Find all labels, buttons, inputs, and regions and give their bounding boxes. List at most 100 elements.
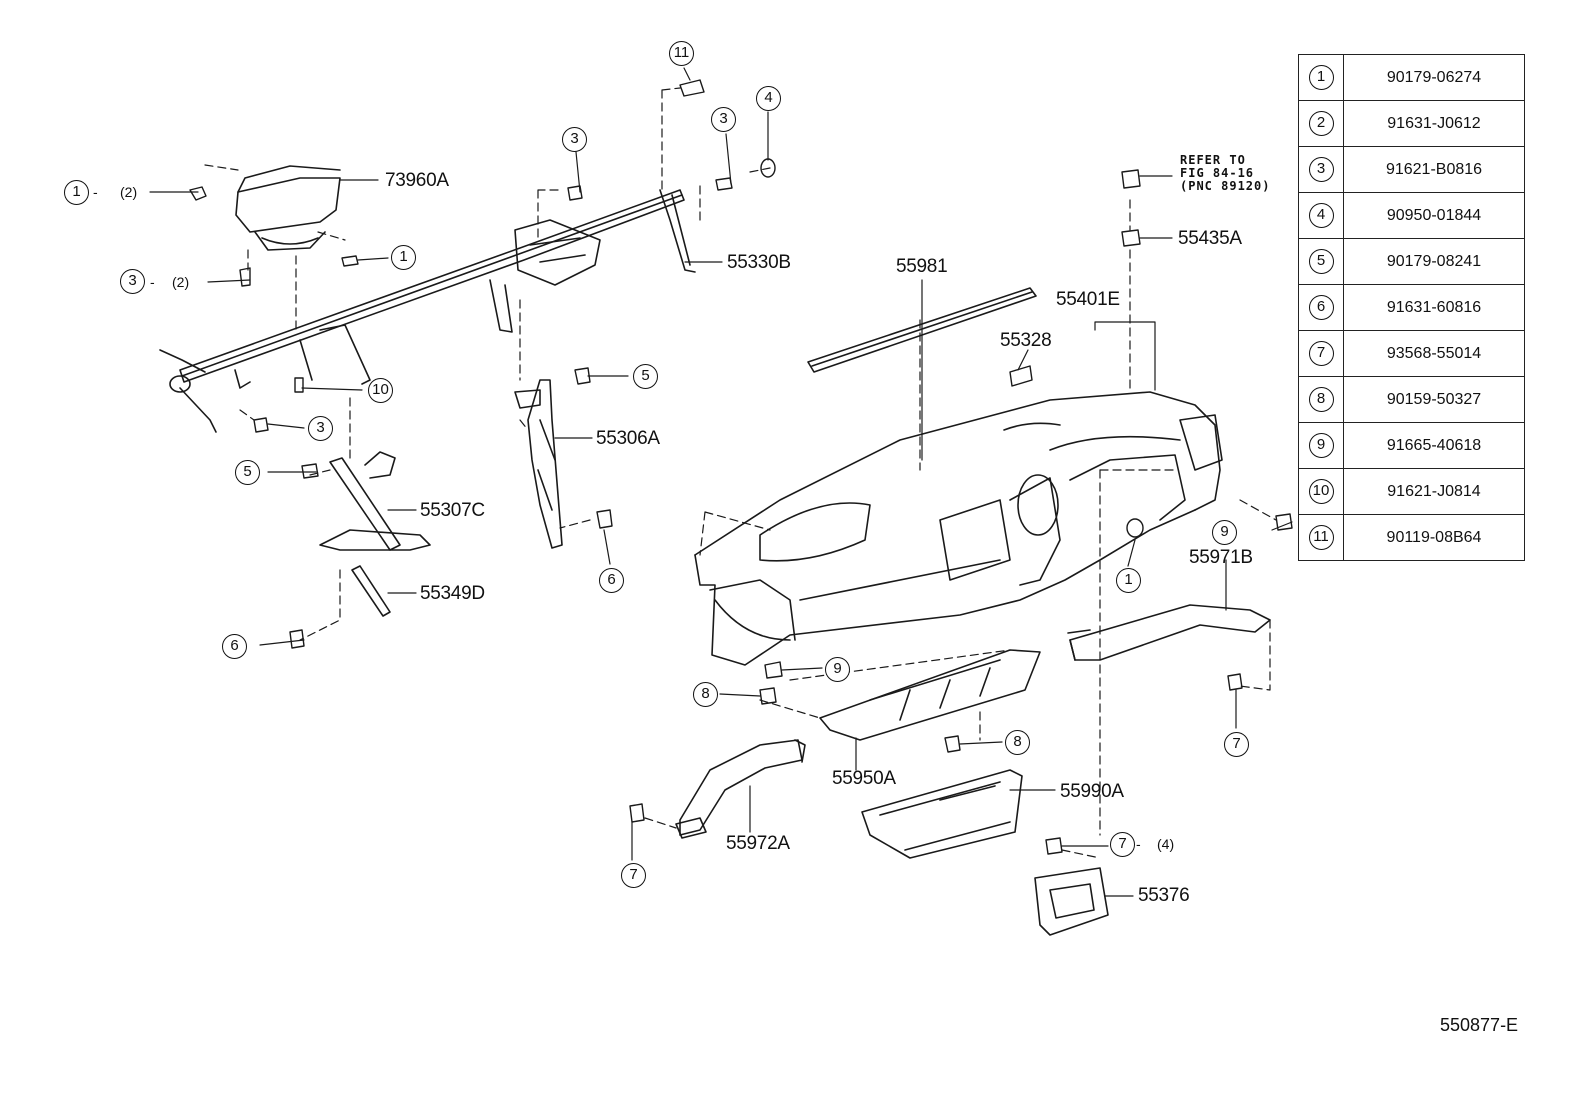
legend-part-number: 91631-J0612 (1343, 100, 1525, 147)
callout-7: 7 (1110, 832, 1135, 857)
legend-number-cell: 7 (1298, 330, 1344, 377)
callout-3: 3 (711, 107, 736, 132)
figure-id: 550877-E (1440, 1015, 1519, 1035)
label-55349D: 55349D (420, 583, 485, 604)
brace-55349D (351, 565, 391, 617)
legend-callout-number: 1 (1308, 65, 1334, 90)
legend-callout-number: 2 (1308, 111, 1334, 136)
legend-row: 10 91621-J0814 (1298, 468, 1525, 515)
legend-row: 8 90159-50327 (1298, 376, 1525, 423)
label-55401E: 55401E (1056, 289, 1120, 310)
callout-1: 1 (1116, 568, 1141, 593)
legend-row: 5 90179-08241 (1298, 238, 1525, 285)
legend-number-cell: 9 (1298, 422, 1344, 469)
qty-dash-2: - (150, 274, 155, 290)
label-55971B: 55971B (1189, 547, 1253, 568)
legend-number-cell: 5 (1298, 238, 1344, 285)
bracket-55376 (1034, 867, 1109, 936)
legend-number-cell: 4 (1298, 192, 1344, 239)
callout-3: 3 (308, 416, 333, 441)
legend-part-number: 90179-06274 (1343, 54, 1525, 101)
airbag-module (235, 165, 341, 251)
legend-number-cell: 8 (1298, 376, 1344, 423)
label-55306A: 55306A (596, 428, 660, 449)
label-55330B: 55330B (727, 252, 791, 273)
legend-row: 11 90119-08B64 (1298, 514, 1525, 561)
label-55972A: 55972A (726, 833, 790, 854)
label-55328: 55328 (1000, 330, 1052, 351)
duct-55971B (1067, 604, 1271, 661)
duct-55990A (861, 769, 1023, 859)
legend-row: 6 91631-60816 (1298, 284, 1525, 331)
legend-part-number: 91631-60816 (1343, 284, 1525, 331)
legend-callout-number: 5 (1308, 249, 1334, 274)
duct-55972A (675, 739, 806, 839)
callout-11: 11 (669, 41, 694, 66)
label-55307C: 55307C (420, 500, 485, 521)
legend-part-number: 90950-01844 (1343, 192, 1525, 239)
legend-part-number: 91621-J0814 (1343, 468, 1525, 515)
refer-note: REFER TO FIG 84-16 (PNC 89120) (1180, 154, 1270, 193)
label-55435A: 55435A (1178, 228, 1242, 249)
brace-55307C (319, 451, 431, 551)
legend-part-number: 90179-08241 (1343, 238, 1525, 285)
callout-8: 8 (693, 682, 718, 707)
qty-note-1: (2) (120, 184, 138, 200)
refer-note-line2: FIG 84-16 (1180, 166, 1255, 180)
duct-55950A (819, 649, 1041, 741)
callout-5: 5 (633, 364, 658, 389)
legend-callout-number: 4 (1308, 203, 1334, 228)
legend-row: 4 90950-01844 (1298, 192, 1525, 239)
refer-note-line1: REFER TO (1180, 153, 1246, 167)
label-55950A: 55950A (832, 768, 896, 789)
callout-9: 9 (825, 657, 850, 682)
refer-note-line3: (PNC 89120) (1180, 179, 1271, 193)
assembly-lines (204, 87, 1277, 859)
legend-number-cell: 11 (1298, 514, 1344, 561)
callout-9: 9 (1212, 520, 1237, 545)
qty-note-3: (4) (1157, 836, 1175, 852)
label-55990A: 55990A (1060, 781, 1124, 802)
label-73960A: 73960A (385, 170, 449, 191)
instrument-panel (694, 391, 1223, 666)
legend-callout-number: 8 (1308, 387, 1334, 412)
legend-number-cell: 6 (1298, 284, 1344, 331)
legend-callout-number: 11 (1308, 525, 1334, 550)
callout-10: 10 (368, 378, 393, 403)
callout-7: 7 (621, 863, 646, 888)
legend-number-cell: 2 (1298, 100, 1344, 147)
qty-dash-3: - (1136, 836, 1141, 852)
legend-number-cell: 1 (1298, 54, 1344, 101)
legend-callout-number: 6 (1308, 295, 1334, 320)
legend-part-number: 93568-55014 (1343, 330, 1525, 377)
legend-callout-number: 7 (1308, 341, 1334, 366)
callout-6: 6 (222, 634, 247, 659)
qty-dash-1: - (93, 184, 98, 200)
bracket-55306A (514, 379, 563, 549)
legend-callout-number: 3 (1308, 157, 1334, 182)
legend-row: 2 91631-J0612 (1298, 100, 1525, 147)
reinforcement-bar (159, 189, 696, 433)
callout-1: 1 (64, 180, 89, 205)
small-fasteners (189, 79, 1293, 855)
legend-callout-number: 10 (1308, 479, 1334, 504)
legend-row: 1 90179-06274 (1298, 54, 1525, 101)
callout-8: 8 (1005, 730, 1030, 755)
label-55981: 55981 (896, 256, 948, 277)
callout-7: 7 (1224, 732, 1249, 757)
legend-callout-number: 9 (1308, 433, 1334, 458)
callout-4: 4 (756, 86, 781, 111)
legend-part-number: 90119-08B64 (1343, 514, 1525, 561)
qty-note-2: (2) (172, 274, 190, 290)
legend-part-number: 90159-50327 (1343, 376, 1525, 423)
callout-3: 3 (562, 127, 587, 152)
label-55376: 55376 (1138, 885, 1190, 906)
callout-5: 5 (235, 460, 260, 485)
callout-3: 3 (120, 269, 145, 294)
legend-number-cell: 10 (1298, 468, 1344, 515)
legend-row: 7 93568-55014 (1298, 330, 1525, 377)
